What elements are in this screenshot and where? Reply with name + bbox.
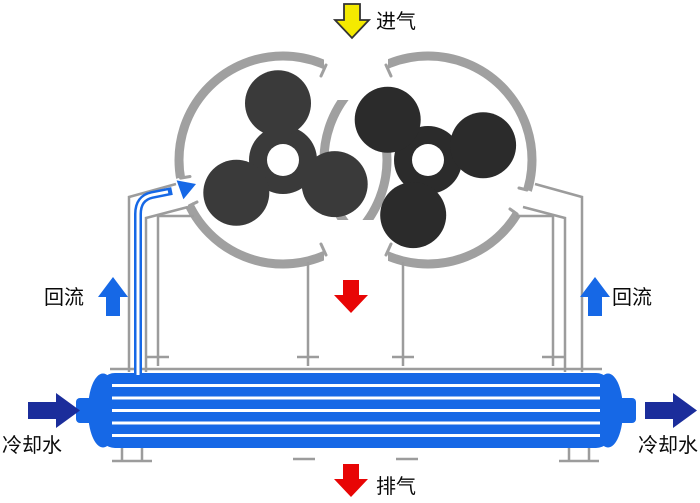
exhaust-label: 排气 bbox=[376, 474, 416, 498]
casing-flange-tick bbox=[188, 200, 199, 208]
exhaust-arrow-icon bbox=[334, 464, 368, 497]
casing-flange-tick bbox=[179, 175, 192, 180]
right-rotor bbox=[354, 86, 517, 249]
casing-bottom-port-opening bbox=[324, 220, 388, 272]
return-pipe bbox=[134, 187, 173, 375]
casing-flange-tick bbox=[508, 207, 519, 216]
rotor-lobe bbox=[354, 86, 421, 153]
backflow-label-left: 回流 bbox=[44, 285, 84, 309]
return-pipe-arrowhead bbox=[176, 180, 196, 200]
cooling-water-inlet-arrow-icon bbox=[28, 393, 80, 428]
rotor-shaft-hole bbox=[267, 144, 299, 176]
intake-label: 进气 bbox=[376, 9, 416, 33]
cooler-support-right bbox=[559, 448, 599, 463]
left-return-duct-inner-wall bbox=[144, 205, 189, 372]
rotor-lobe bbox=[245, 70, 311, 137]
right-return-duct-outer-wall bbox=[534, 182, 584, 372]
casing-flange-tick bbox=[319, 242, 328, 257]
casing-flange-tick bbox=[384, 242, 393, 257]
left-rotor bbox=[203, 70, 368, 226]
cooling-water-outlet-arrow-icon bbox=[645, 393, 697, 428]
cooler-support-left bbox=[112, 448, 152, 463]
casing-flange-tick bbox=[517, 186, 529, 192]
rotor-lobe bbox=[450, 112, 517, 179]
rotor-lobe bbox=[301, 151, 368, 218]
discharge-arrow-icon bbox=[334, 280, 368, 313]
backflow-arrow-right-icon bbox=[580, 277, 610, 316]
backflow-arrow-left-icon bbox=[98, 277, 128, 316]
casing-flange-tick bbox=[384, 63, 393, 78]
right-return-duct-inner-wall bbox=[522, 205, 567, 372]
return-pipe-bore bbox=[136, 190, 169, 375]
casing-left-circle bbox=[174, 51, 392, 269]
casing-flange-tick bbox=[319, 63, 328, 78]
cooling-water-label-right: 冷却水 bbox=[638, 433, 698, 457]
backflow-label-right: 回流 bbox=[612, 285, 652, 309]
cooling-water-label-left: 冷却水 bbox=[2, 433, 62, 457]
rotor-lobe bbox=[203, 159, 270, 226]
intake-arrow-icon bbox=[332, 3, 372, 40]
rotor-shaft-hole bbox=[412, 144, 444, 176]
rotor-lobe bbox=[380, 182, 447, 249]
left-return-duct-outer-wall bbox=[127, 182, 177, 372]
